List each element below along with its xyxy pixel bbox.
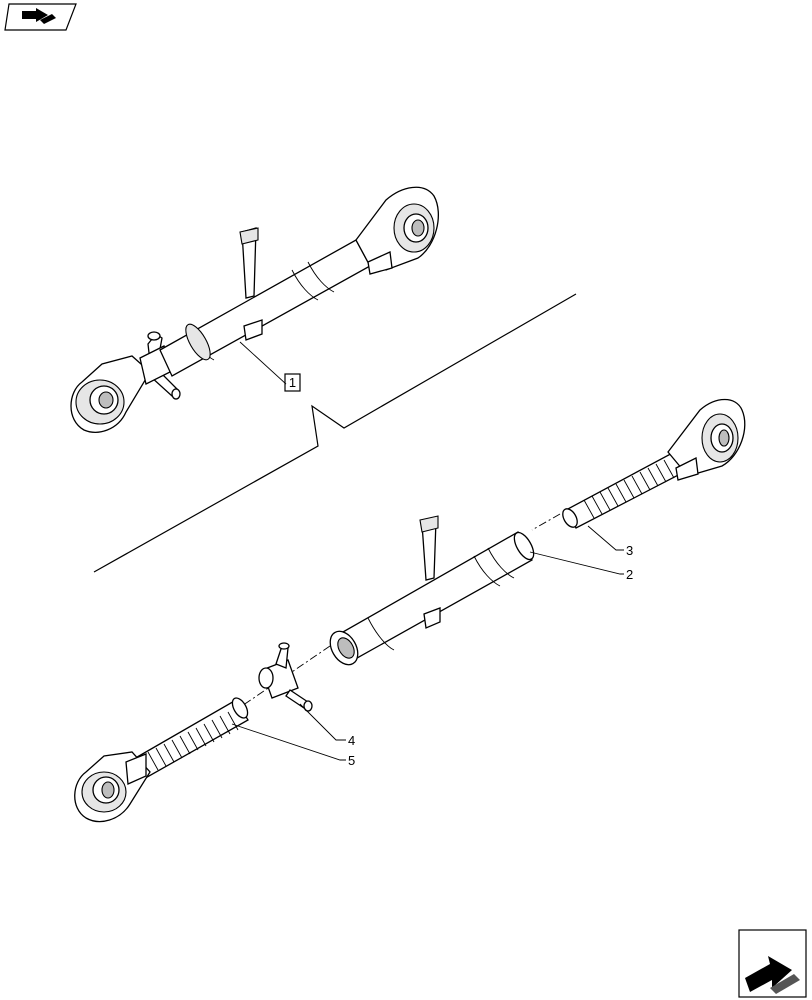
ball-end-part: [74, 697, 249, 823]
leader-line-5: [231, 723, 346, 761]
axis-centerline-upper: [531, 513, 561, 531]
left-ball-end: [70, 355, 151, 433]
callout-label-2: 2: [626, 567, 633, 582]
tube-part: [329, 515, 535, 666]
leader-line-3: [587, 525, 624, 551]
leader-line-1: [239, 341, 287, 385]
top-link-assembly: [70, 186, 439, 433]
threaded-end-part: [562, 398, 746, 529]
assembly-pin: [239, 227, 263, 341]
callout-label-3: 3: [626, 543, 633, 558]
callout-label-1: 1: [289, 375, 296, 390]
book-pages-arrow-icon[interactable]: [4, 3, 77, 31]
leader-line-2: [529, 551, 624, 575]
break-line: [93, 293, 577, 573]
next-page-arrow-icon[interactable]: [738, 929, 807, 998]
right-ball-end: [355, 186, 439, 275]
assembly-tube: [159, 239, 371, 377]
callout-label-5: 5: [348, 753, 355, 768]
leader-line-4: [299, 703, 346, 741]
axis-centerline-lower: [235, 645, 331, 711]
lock-nut-part: [258, 642, 313, 712]
callout-box-1: [284, 373, 301, 392]
callout-label-4: 4: [348, 733, 355, 748]
